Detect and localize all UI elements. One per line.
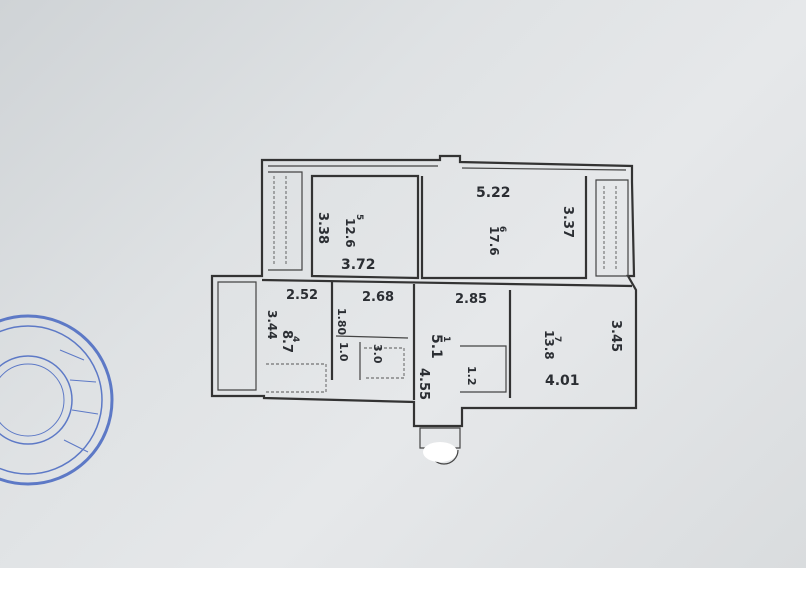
- area-hall: 5.1: [428, 334, 444, 359]
- area-bedroom: 13.8: [542, 330, 556, 360]
- stamp-seal: [0, 314, 114, 486]
- room-number-center: 6: [497, 226, 507, 232]
- paper-sheet: 5.22 3.72 3.38 3.37 2.52 3.44 2.68 2.85 …: [0, 0, 806, 568]
- outer-walls: [210, 154, 638, 428]
- dim-left-room-height: 3.38: [315, 212, 330, 244]
- dim-right-room-height: 3.37: [560, 206, 575, 238]
- floor-plan: 5.22 3.72 3.38 3.37 2.52 3.44 2.68 2.85 …: [0, 154, 638, 486]
- area-wc: 1.0: [337, 342, 350, 362]
- room-number-hall: 1: [441, 336, 451, 342]
- area-room-left: 12.6: [343, 218, 357, 248]
- dim-kitchen-width: 2.52: [286, 288, 318, 303]
- area-kitchen: 8.7: [279, 330, 294, 353]
- room-number-kitchen: 4: [290, 336, 300, 342]
- dim-wc-width: 1.80: [335, 308, 348, 335]
- interior-walls: [261, 171, 633, 449]
- dim-hall-width: 2.85: [455, 292, 487, 307]
- white-smudge: [423, 442, 457, 462]
- dim-bedroom-height: 3.45: [608, 320, 623, 352]
- area-closet: 1.2: [465, 366, 478, 386]
- dim-corridor-length: 4.55: [416, 368, 431, 400]
- room-number-bedroom: 7: [552, 336, 562, 342]
- dim-bedroom-width: 4.01: [545, 373, 580, 389]
- area-bath: 3.0: [371, 344, 384, 364]
- dim-kitchen-height: 3.44: [265, 310, 279, 340]
- room-number-left: 5: [354, 214, 364, 220]
- dim-top-width: 5.22: [476, 185, 511, 201]
- area-room-center: 17.6: [487, 226, 501, 256]
- dim-left-room-width: 3.72: [341, 257, 376, 273]
- dim-bath-width: 2.68: [362, 290, 394, 305]
